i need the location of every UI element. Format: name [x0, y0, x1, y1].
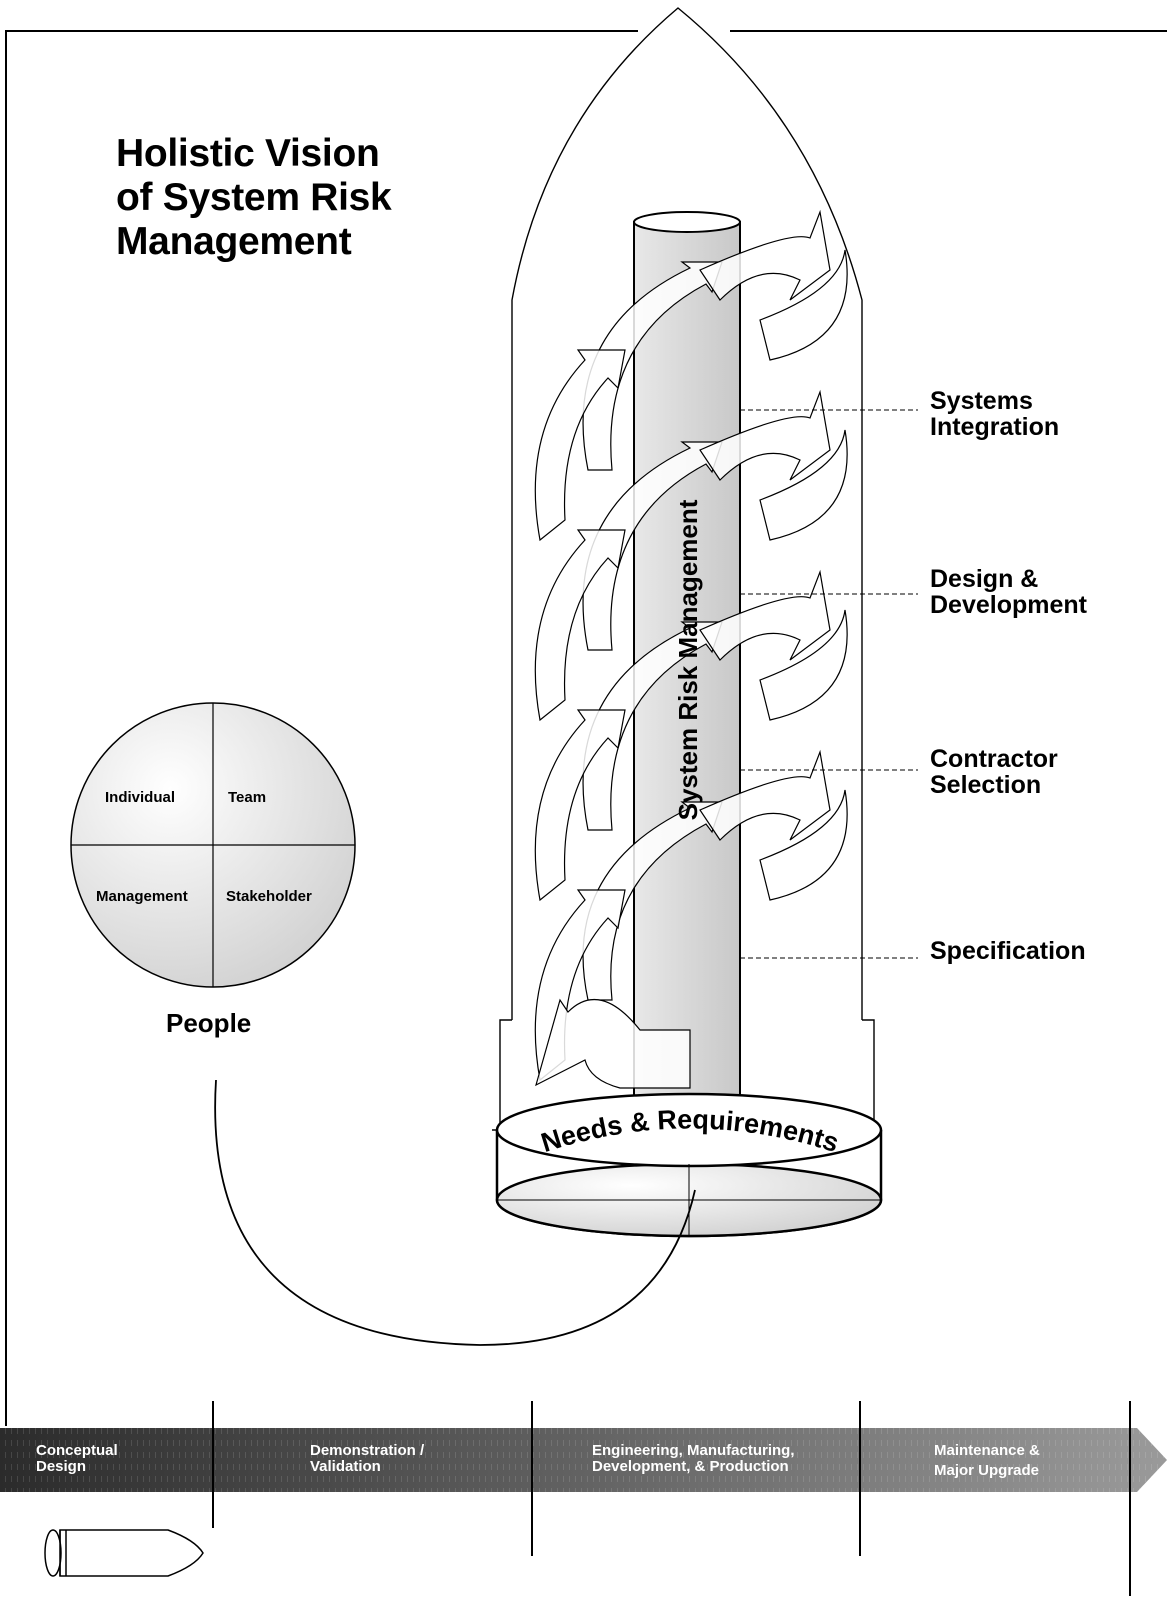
phase-conceptual-design: Conceptual Design	[36, 1443, 118, 1475]
rocket-icon	[44, 1529, 204, 1577]
phase-line: Maintenance &	[934, 1442, 1040, 1459]
spiral-arrows	[534, 209, 848, 1089]
phase-line: Design	[36, 1458, 87, 1475]
phase-line: Conceptual	[36, 1442, 118, 1459]
people-connector	[214, 1079, 696, 1346]
diagram-title: Holistic Vision of System Risk Managemen…	[116, 132, 392, 264]
base-drum	[495, 1092, 883, 1238]
stage-line: Development	[930, 591, 1087, 619]
title-line: Holistic Vision	[116, 132, 380, 175]
phase-engineering-production: Engineering, Manufacturing, Development,…	[592, 1443, 795, 1475]
phase-maintenance-upgrade: Maintenance & Major Upgrade	[934, 1443, 1040, 1479]
phase-demonstration-validation: Demonstration / Validation	[310, 1443, 424, 1475]
stage-line: Integration	[930, 413, 1060, 441]
stage-line: Design &	[930, 565, 1039, 593]
stage-label-specification: Specification	[930, 938, 1086, 964]
phase-line: Engineering, Manufacturing,	[592, 1442, 795, 1459]
quadrant-label-stakeholder: Stakeholder	[226, 888, 312, 905]
stage-label-contractor-selection: Contractor Selection	[930, 746, 1058, 798]
title-line: Management	[116, 220, 352, 263]
phase-line: Validation	[310, 1458, 381, 1475]
stage-label-systems-integration: Systems Integration	[930, 388, 1059, 440]
stage-line: Systems	[930, 387, 1033, 415]
phase-bar	[0, 1428, 1167, 1492]
quadrant-label-team: Team	[228, 789, 267, 806]
phase-dividers	[212, 1401, 1131, 1596]
phase-line: Development, & Production	[592, 1458, 789, 1475]
people-pie	[70, 702, 356, 988]
phase-line: Demonstration /	[310, 1442, 425, 1459]
quadrant-label-individual: Individual	[105, 789, 176, 806]
quadrant-label-management: Management	[96, 888, 188, 905]
stage-line: Specification	[930, 937, 1086, 965]
stage-line: Contractor	[930, 745, 1058, 773]
stage-leaders	[740, 409, 918, 959]
stage-label-design-development: Design & Development	[930, 566, 1087, 618]
page-frame	[5, 30, 1167, 1426]
title-line: of System Risk	[116, 176, 392, 219]
column-label: System Risk Management	[673, 499, 703, 820]
people-label: People	[166, 1008, 252, 1038]
phase-line: Major Upgrade	[934, 1462, 1040, 1479]
stage-line: Selection	[930, 771, 1042, 799]
